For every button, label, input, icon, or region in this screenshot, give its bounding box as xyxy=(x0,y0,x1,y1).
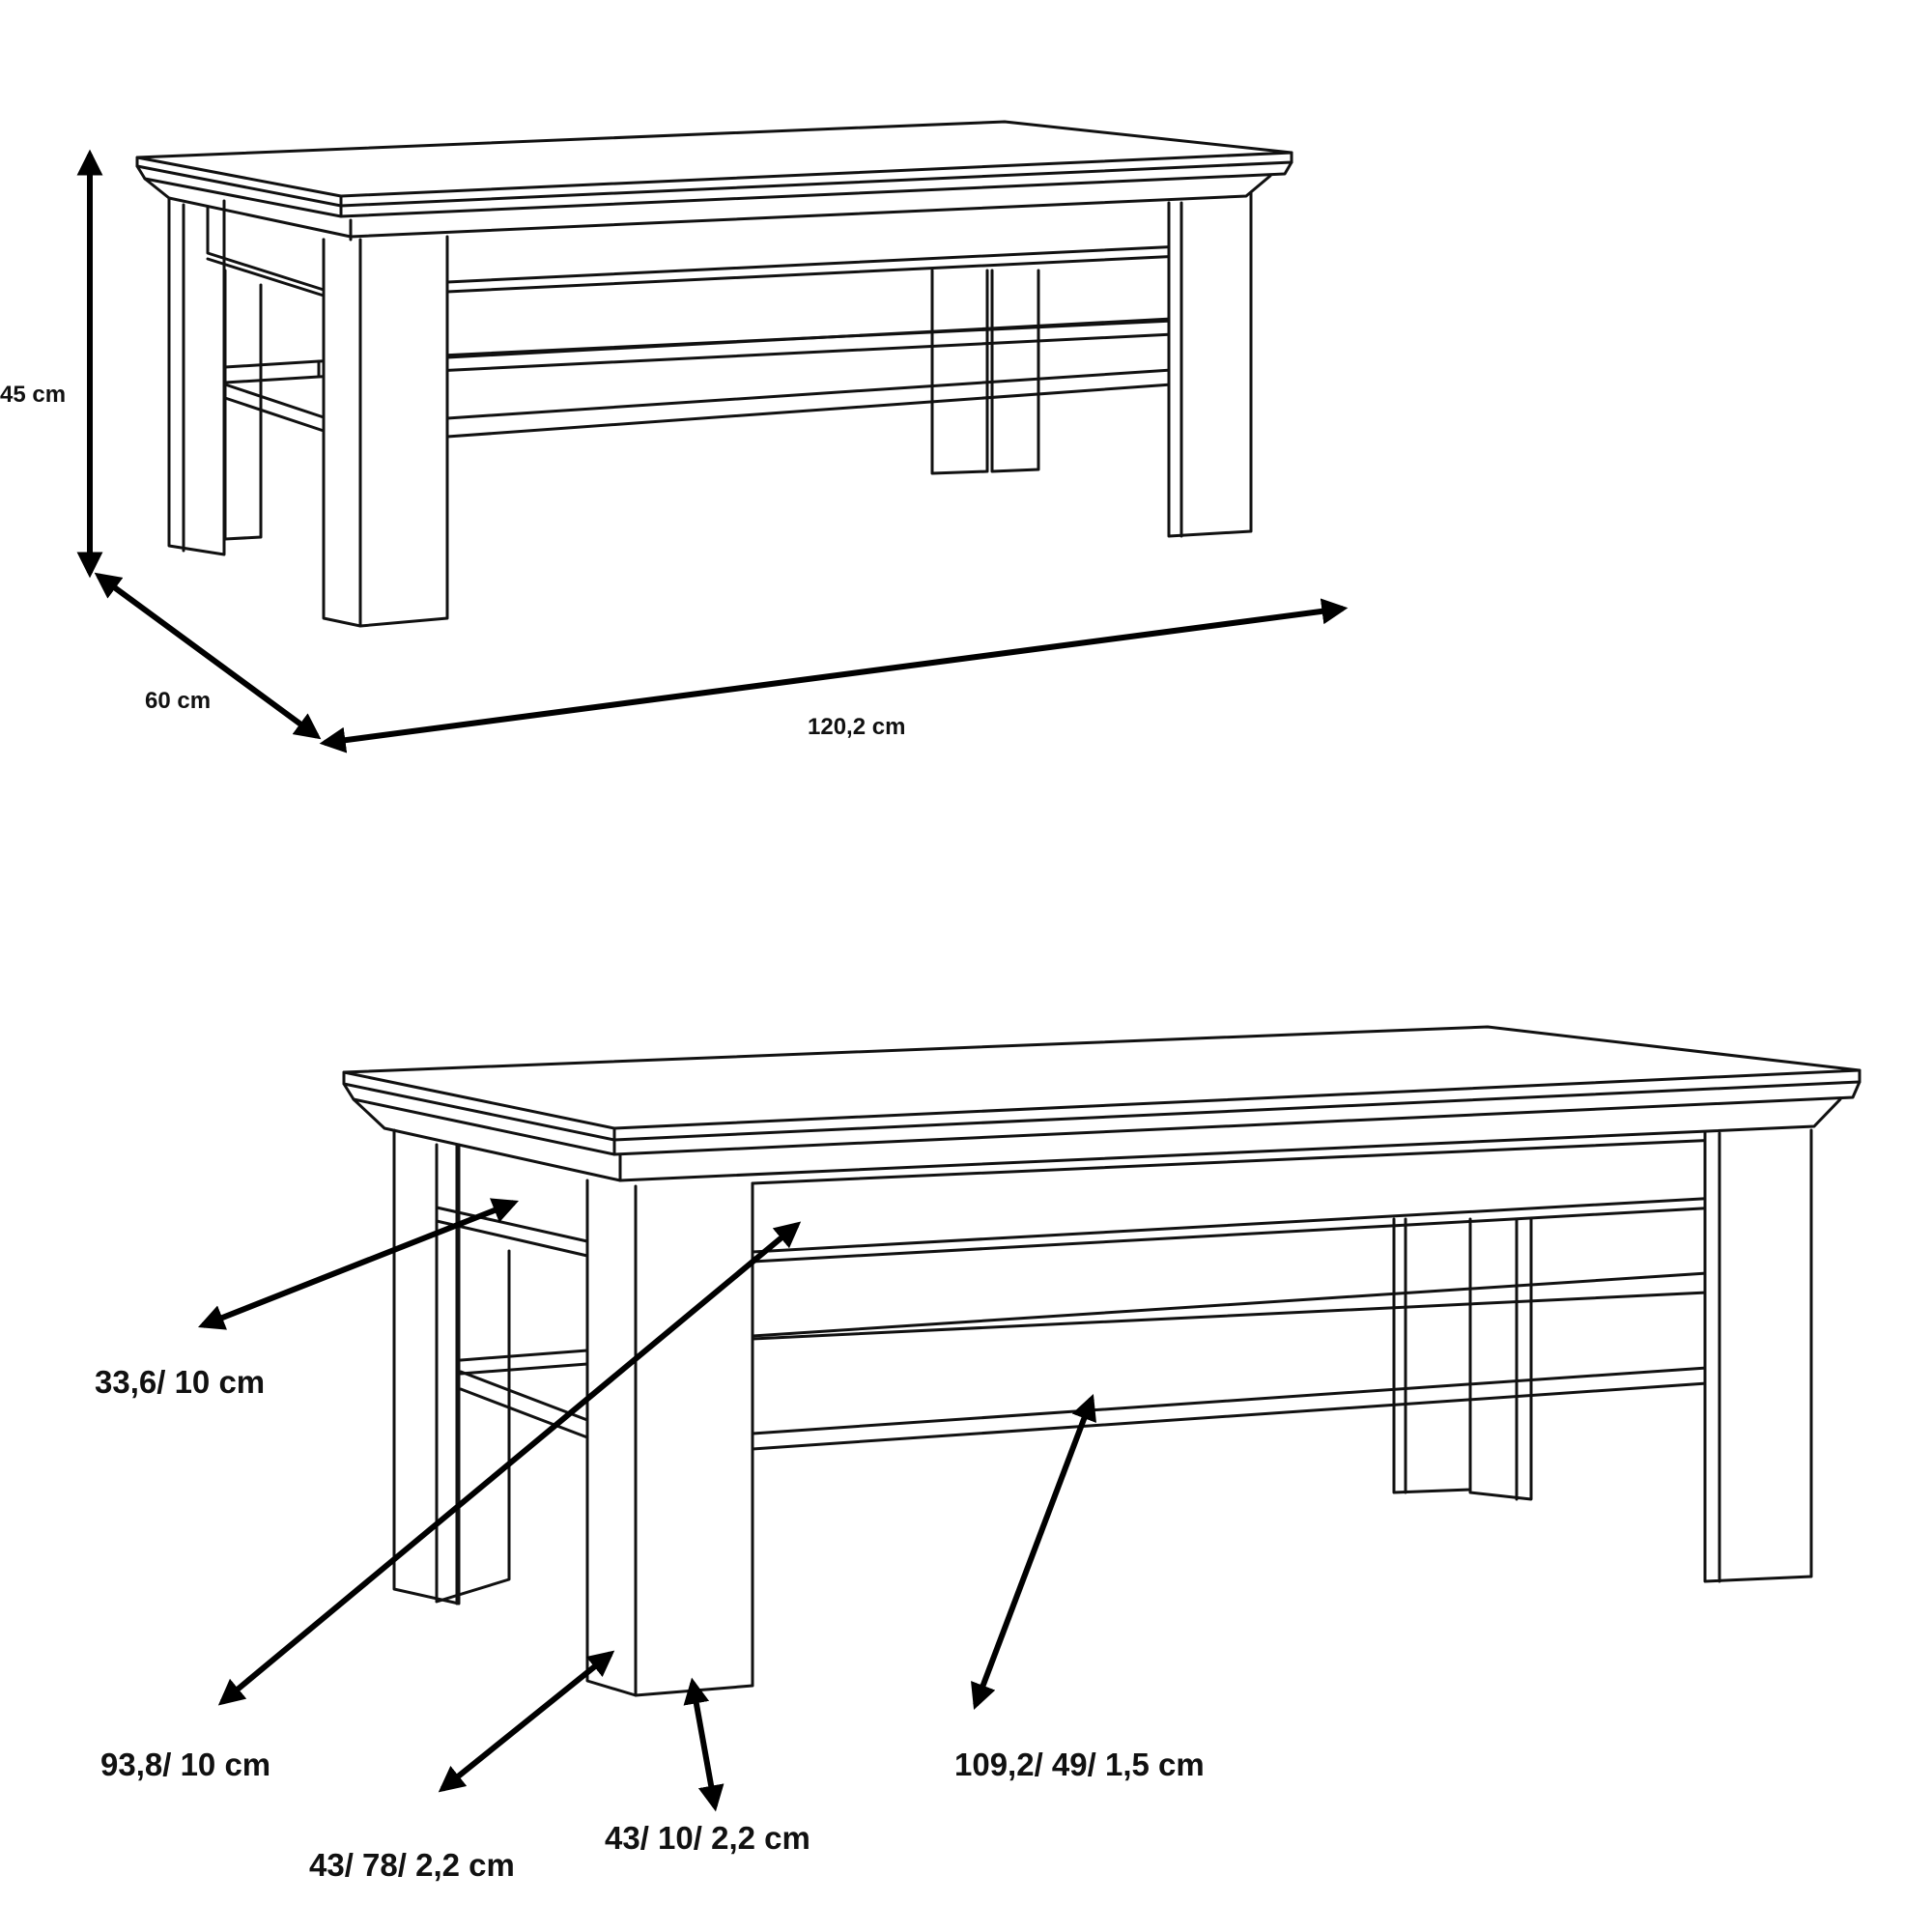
part-b-arrow xyxy=(217,1221,802,1706)
width-arrow xyxy=(319,598,1349,753)
part-c-label: 43/ 78/ 2,2 cm xyxy=(309,1847,515,1883)
table-drawing-top xyxy=(135,120,1293,628)
part-e-label: 109,2/ 49/ 1,5 cm xyxy=(954,1747,1205,1782)
dimension-arrows-bottom xyxy=(197,1198,1096,1812)
part-a-label: 33,6/ 10 cm xyxy=(95,1364,265,1400)
table-drawing-bottom xyxy=(342,1025,1861,1697)
part-d-label: 43/ 10/ 2,2 cm xyxy=(605,1820,810,1856)
depth-label: 60 cm xyxy=(145,688,211,714)
dimension-arrows-top xyxy=(76,149,1349,753)
part-c-arrow xyxy=(438,1650,615,1793)
part-a-arrow xyxy=(197,1198,520,1330)
part-d-arrow xyxy=(683,1677,724,1812)
depth-arrow xyxy=(94,572,322,740)
height-label: 45 cm xyxy=(0,382,66,408)
part-b-label: 93,8/ 10 cm xyxy=(100,1747,270,1782)
part-e-arrow xyxy=(971,1393,1096,1711)
width-label: 120,2 cm xyxy=(808,714,905,740)
